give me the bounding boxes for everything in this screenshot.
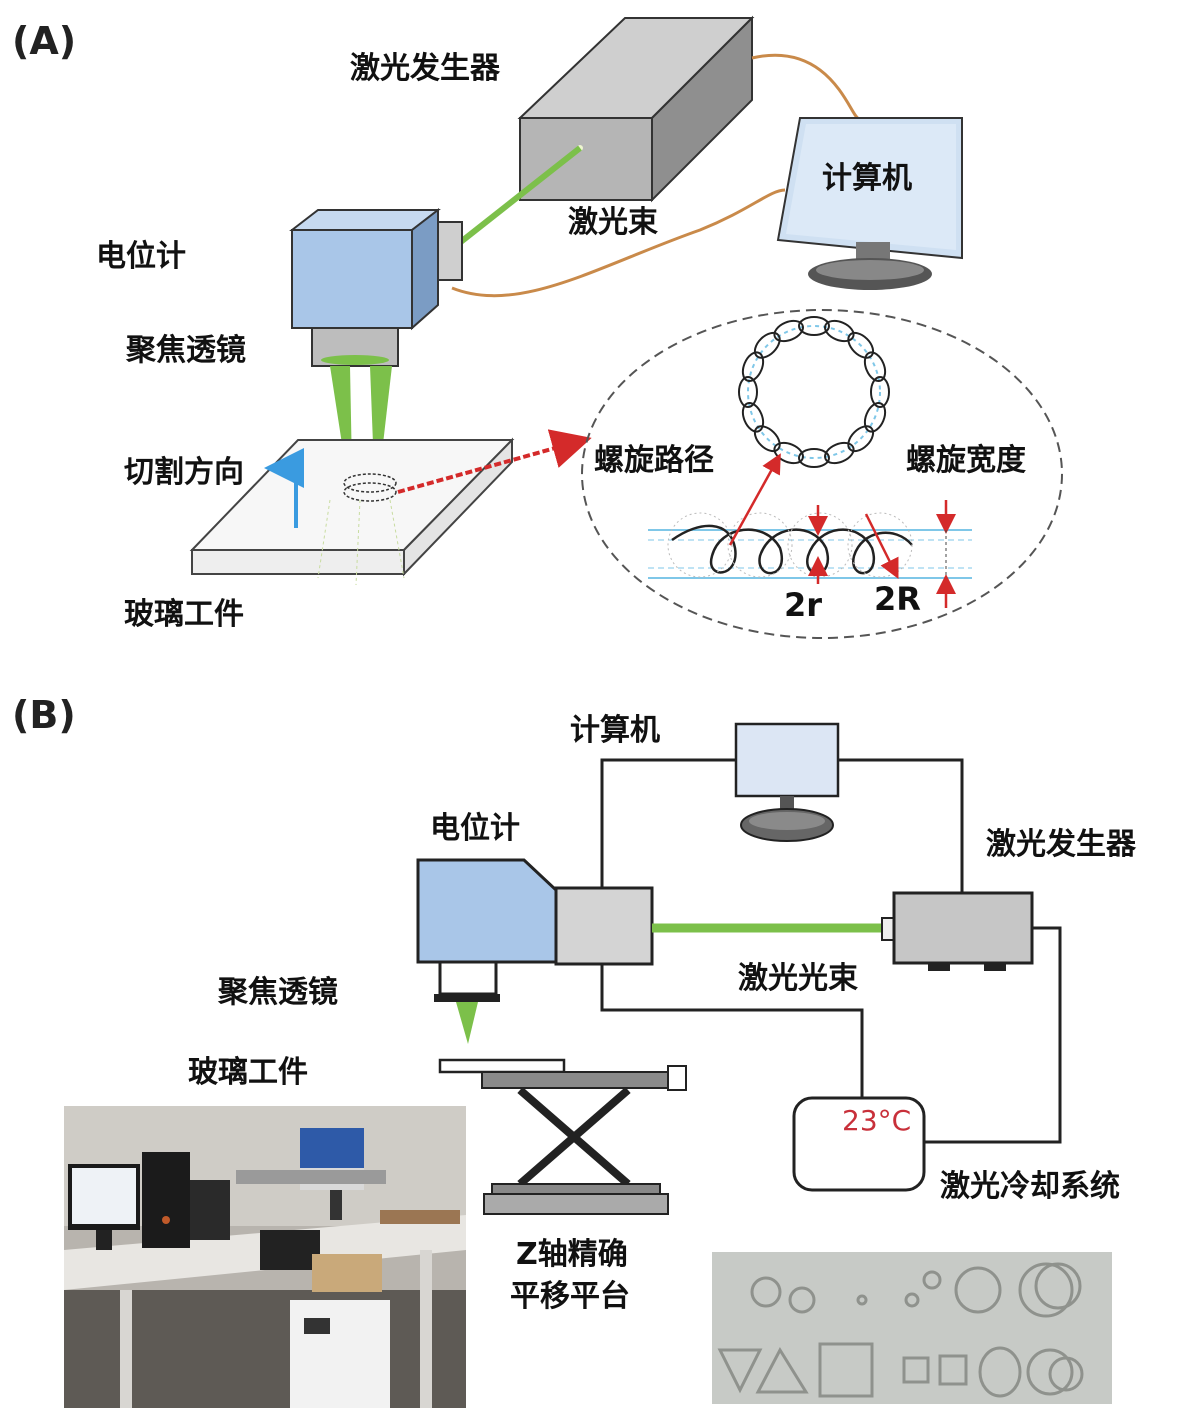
panel-b-tag: (B) [12, 693, 76, 737]
z-stage-label-line2: 平移平台 [510, 1279, 630, 1314]
cooling-system-label: 激光冷却系统 [940, 1169, 1120, 1204]
z-stage-label-line1: Z轴精确 [516, 1237, 628, 1272]
cut-circle-top [343, 473, 397, 493]
laser-generator-b-label: 激光发生器 [986, 827, 1137, 862]
spiral-ring-guide [747, 325, 881, 459]
cooling-system-box [792, 1096, 926, 1192]
panel-a-tag: (A) [12, 19, 76, 63]
z-stage [481, 1065, 687, 1215]
laser-beam-b-label: 激光光束 [738, 961, 858, 996]
spiral-ring [738, 316, 890, 468]
samples-photo [712, 1252, 1112, 1404]
spiral-loop [798, 448, 830, 468]
spiral-loop [847, 331, 875, 359]
galvo-head [289, 207, 463, 367]
spiral-loop [741, 351, 765, 382]
spiral-loop [753, 331, 781, 359]
spiral-diag-arrow [864, 513, 899, 579]
spiral-loop [773, 319, 804, 343]
spiral-unrolled [648, 512, 972, 579]
spiral-path-arrow [728, 453, 781, 546]
laser-generator-box [517, 15, 755, 203]
spiral-loop [870, 376, 890, 408]
temperature-readout: 23°C [842, 1104, 911, 1137]
zoom-arrow [397, 429, 592, 494]
laser-generator-b [881, 891, 1034, 971]
potentiometer-label: 电位计 [96, 239, 186, 274]
spiral-loop [824, 319, 855, 343]
laser-beam-label: 激光束 [568, 205, 658, 240]
galvo-head-b [416, 858, 654, 1002]
computer-monitor-b [734, 722, 840, 842]
glass-workpiece-b-label: 玻璃工件 [188, 1055, 308, 1090]
zoom-ellipse [581, 309, 1063, 639]
cable-head-computer [451, 188, 786, 298]
focus-lens-b-label: 聚焦透镜 [217, 975, 338, 1010]
spiral-loop [847, 425, 875, 453]
spiral-loop [741, 402, 765, 433]
big-r-label: 2R [874, 580, 921, 618]
cut-circle-bottom [343, 482, 397, 502]
spiral-loop [798, 316, 830, 336]
spiral-loop [824, 441, 855, 465]
lab-photo [64, 1106, 466, 1408]
spiral-loop [753, 425, 781, 453]
small-r-label: 2r [784, 586, 822, 624]
computer-label: 计算机 [822, 161, 912, 196]
laser-beam-line [446, 145, 582, 255]
focus-lens-label: 聚焦透镜 [125, 333, 246, 368]
computer-b-label: 计算机 [570, 713, 660, 748]
spiral-width-label: 螺旋宽度 [906, 443, 1026, 478]
spiral-loop [773, 441, 804, 465]
cut-direction-label: 切割方向 [124, 455, 244, 490]
spiral-loop [863, 402, 887, 433]
glass-workpiece-b [438, 1058, 566, 1074]
beam-cone-b [456, 1002, 478, 1044]
cable-generator-computer [751, 53, 859, 120]
laser-generator-label: 激光发生器 [350, 51, 501, 86]
spiral-path-label: 螺旋路径 [594, 443, 714, 478]
computer-monitor [776, 117, 963, 290]
glass-workpiece-label: 玻璃工件 [124, 597, 244, 632]
spiral-loop [738, 376, 758, 408]
potentiometer-b-label: 电位计 [430, 811, 520, 846]
spiral-loop [863, 351, 887, 382]
wiring [600, 758, 1062, 1144]
